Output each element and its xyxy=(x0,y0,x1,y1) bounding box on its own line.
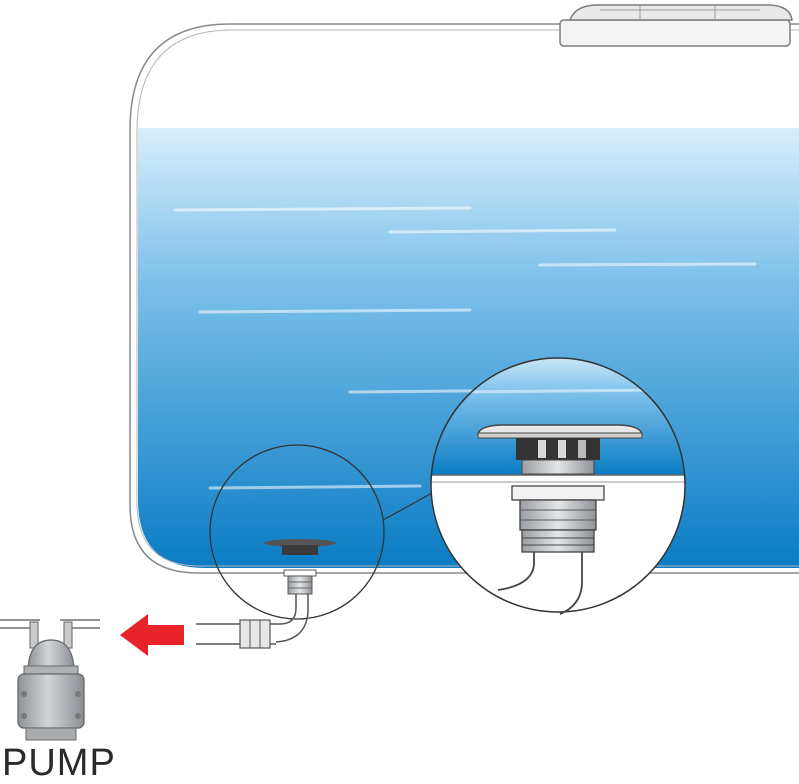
detail-circle-small xyxy=(209,444,385,643)
zoom-connector-line xyxy=(382,491,435,521)
drain-hose xyxy=(196,619,280,649)
bulkhead-fitting-icon xyxy=(477,424,643,615)
pump-label: PUMP xyxy=(2,742,116,784)
pump-icon xyxy=(0,619,100,741)
flow-arrow-icon xyxy=(120,614,184,656)
tank-lid-icon xyxy=(559,4,793,47)
